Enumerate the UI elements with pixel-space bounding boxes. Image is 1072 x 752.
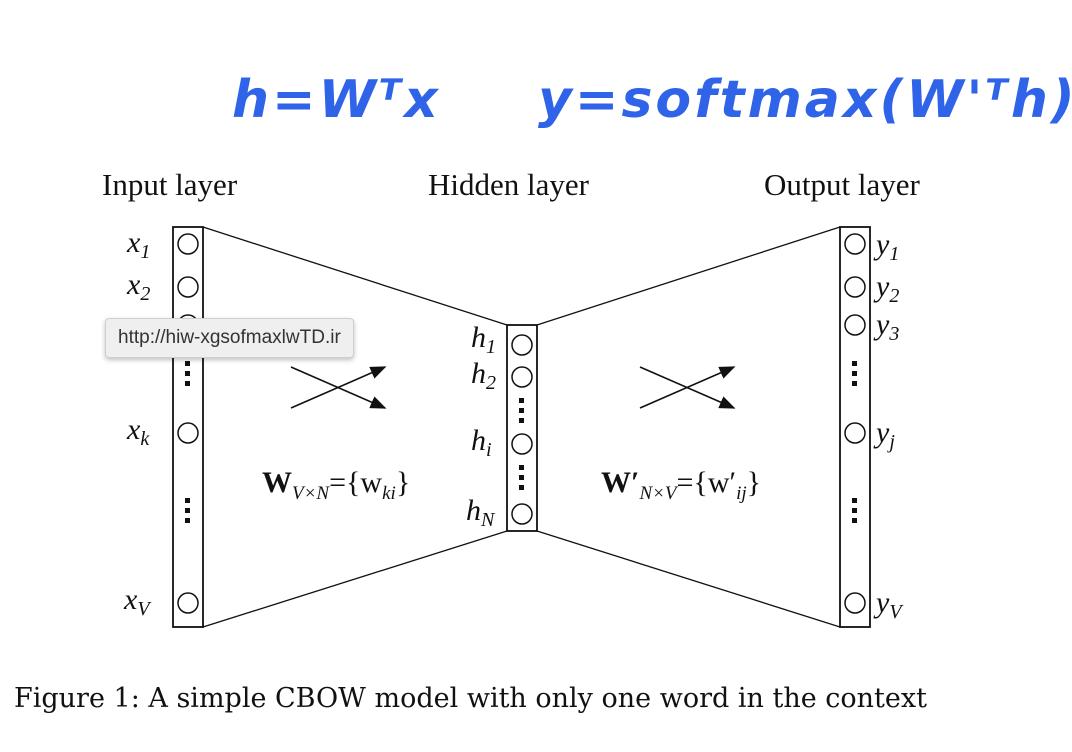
weight-matrix-right: W′N×V={w′ij} (601, 466, 762, 504)
hidden-layer-title: Hidden layer (428, 167, 589, 202)
input-node (177, 233, 199, 255)
output-label-yV: yV (876, 586, 902, 623)
output-label-y2: y2 (876, 270, 900, 307)
input-node (177, 592, 199, 614)
output-layer-box (839, 226, 871, 628)
input-label-xk: xk (127, 413, 150, 450)
input-layer-title: Input layer (102, 167, 238, 202)
input-label-x2: x2 (127, 268, 151, 305)
hidden-label-hi: hi (471, 424, 492, 461)
output-node (844, 233, 866, 255)
connection-lines (202, 226, 841, 628)
hidden-node (511, 503, 533, 525)
hidden-node (511, 366, 533, 388)
handwritten-formula-h: h=Wᵀx (232, 70, 441, 130)
input-node (177, 276, 199, 298)
hidden-label-h1: h1 (471, 321, 496, 358)
input-node (177, 422, 199, 444)
output-node (844, 592, 866, 614)
output-layer-title: Output layer (764, 167, 920, 202)
output-label-y3: y3 (876, 308, 900, 345)
input-layer-box (172, 226, 204, 628)
figure-caption: Figure 1: A simple CBOW model with only … (14, 683, 927, 714)
output-ellipsis (852, 361, 857, 523)
hidden-label-hN: hN (466, 494, 495, 531)
output-node (844, 276, 866, 298)
weight-matrix-left: WV×N={wki} (262, 466, 411, 504)
handwritten-formula-y: y=softmax(W'ᵀh) (538, 70, 1072, 130)
input-label-xV: xV (124, 583, 150, 620)
input-label-x1: x1 (127, 226, 151, 263)
link-tooltip: http://hiw-xgsofmaxlwTD.ir (105, 318, 354, 358)
output-label-yj: yj (876, 416, 895, 453)
output-node (844, 314, 866, 336)
output-label-y1: y1 (876, 228, 900, 265)
hidden-layer-box (506, 324, 538, 532)
hidden-node (511, 334, 533, 356)
output-node (844, 422, 866, 444)
hidden-node (511, 433, 533, 455)
left-crossing-arrows (290, 366, 387, 409)
hidden-label-h2: h2 (471, 357, 496, 394)
input-ellipsis (185, 361, 190, 523)
hidden-ellipsis (519, 398, 524, 490)
right-crossing-arrows (639, 366, 736, 409)
